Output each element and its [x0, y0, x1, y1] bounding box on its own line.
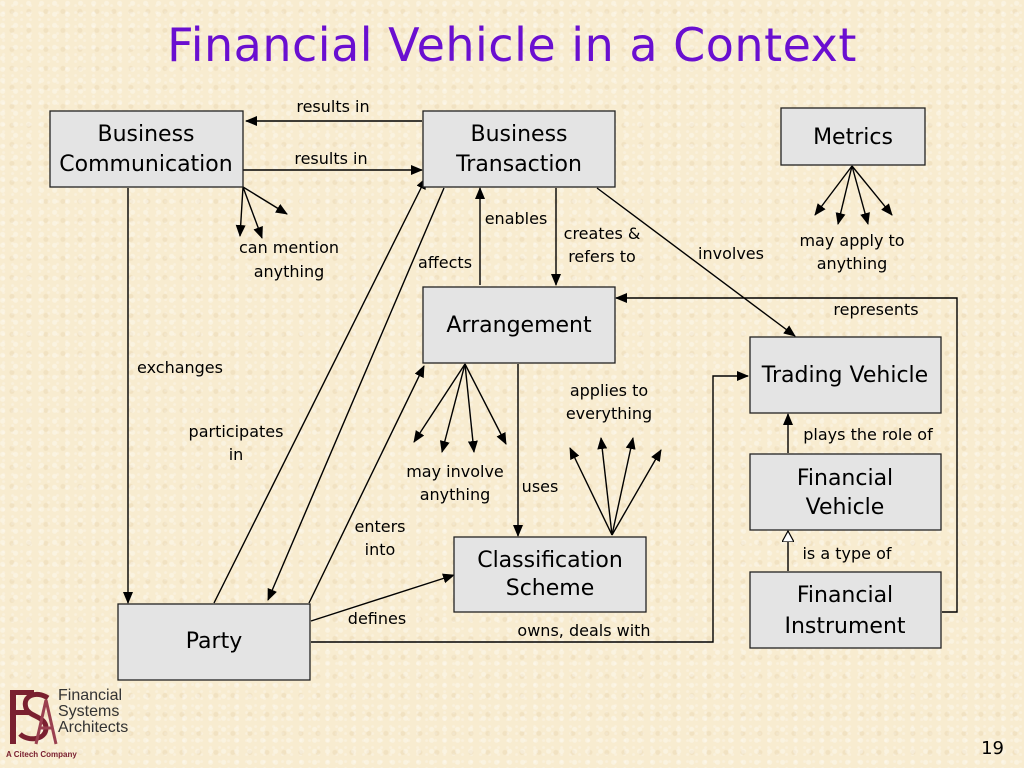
node-label-line: Communication — [59, 152, 232, 177]
node-arrangement: Arrangement — [422, 286, 616, 364]
fsa-monogram-icon — [10, 690, 58, 745]
node-label-line: Transaction — [455, 152, 582, 177]
node-financial-vehicle: Financial Vehicle — [749, 453, 942, 531]
logo-tagline: A Citech Company — [6, 750, 77, 759]
node-label-line: Classification — [477, 548, 623, 573]
edge-defines — [310, 573, 455, 622]
node-label-line: Instrument — [784, 614, 905, 639]
label-may-apply: anything — [817, 254, 888, 273]
node-label-line: Arrangement — [446, 313, 592, 338]
edge-can-mention-3 — [242, 186, 288, 215]
edge-applies-3 — [611, 437, 636, 536]
node-business-communication: Business Communication — [49, 110, 244, 188]
node-label-line: Vehicle — [806, 495, 885, 520]
edge-may-involve-3 — [464, 363, 478, 453]
node-label-line: Trading Vehicle — [761, 363, 928, 388]
label-defines: defines — [348, 609, 406, 628]
edge-participates-up — [213, 177, 427, 604]
label-involves: involves — [698, 244, 764, 263]
logo-name: Financial Systems Architects — [58, 688, 128, 736]
edge-may-apply-1 — [814, 165, 853, 216]
label-enters-into: enters — [354, 517, 405, 536]
edge-may-involve-1 — [413, 363, 466, 443]
node-metrics: Metrics — [780, 107, 926, 166]
label-may-involve: anything — [420, 485, 491, 504]
edge-can-mention-1 — [235, 186, 246, 237]
edge-may-involve-2 — [439, 363, 466, 453]
edge-can-mention-2 — [242, 186, 263, 239]
label-results-in-bottom: results in — [294, 149, 367, 168]
page-number: 19 — [981, 738, 1004, 759]
label-enables: enables — [485, 209, 548, 228]
logo-line: Architects — [58, 719, 129, 736]
label-affects: affects — [418, 253, 472, 272]
edge-may-involve-4 — [464, 363, 507, 445]
edge-may-apply-2 — [835, 165, 853, 225]
label-applies-to: everything — [566, 404, 652, 423]
edge-involves — [596, 187, 796, 337]
label-plays-role: plays the role of — [803, 425, 933, 444]
label-can-mention: anything — [254, 262, 325, 281]
edge-lines — [123, 116, 958, 643]
edge-may-apply-4 — [851, 165, 893, 216]
edge-enters-into — [308, 365, 425, 604]
node-label-line: Financial — [797, 583, 893, 608]
label-can-mention: can mention — [239, 238, 339, 257]
label-represents: represents — [833, 300, 918, 319]
edge-labels: results in results in can mention anythi… — [137, 97, 933, 640]
label-owns-deals: owns, deals with — [517, 621, 650, 640]
edge-applies-4 — [611, 449, 662, 536]
label-creates-refers: creates & — [564, 224, 641, 243]
edge-represents — [615, 293, 958, 613]
node-label-line: Party — [186, 629, 242, 654]
node-business-transaction: Business Transaction — [422, 110, 616, 188]
label-results-in-top: results in — [296, 97, 369, 116]
edge-applies-1 — [569, 447, 613, 536]
label-creates-refers: refers to — [568, 247, 636, 266]
edge-owns-deals — [311, 371, 749, 643]
edge-may-apply-3 — [851, 165, 870, 225]
slide-title: Financial Vehicle in a Context — [167, 18, 857, 72]
logo-line: Systems — [58, 703, 120, 720]
logo-line: Financial — [58, 687, 123, 704]
label-participates: participates — [189, 422, 284, 441]
label-exchanges: exchanges — [137, 358, 223, 377]
label-is-a-type-of: is a type of — [802, 544, 891, 563]
label-may-apply: may apply to — [799, 231, 904, 250]
node-trading-vehicle: Trading Vehicle — [749, 336, 942, 414]
edge-applies-2 — [597, 437, 613, 536]
node-label-line: Financial — [797, 466, 893, 491]
node-label-line: Business — [97, 122, 194, 147]
label-participates: in — [229, 445, 244, 464]
label-may-involve: may involve — [406, 462, 504, 481]
node-label-line: Metrics — [813, 125, 893, 150]
label-applies-to: applies to — [570, 381, 648, 400]
node-label-line: Scheme — [506, 576, 595, 601]
node-label-line: Business — [470, 122, 567, 147]
label-uses: uses — [522, 477, 559, 496]
fsa-logo: Financial Systems Architects A Citech Co… — [6, 686, 156, 764]
edge-participates-down — [267, 187, 445, 601]
node-classification-scheme: Classification Scheme — [453, 536, 647, 613]
label-enters-into: into — [365, 540, 396, 559]
node-party: Party — [117, 603, 311, 681]
node-financial-instrument: Financial Instrument — [749, 571, 942, 649]
